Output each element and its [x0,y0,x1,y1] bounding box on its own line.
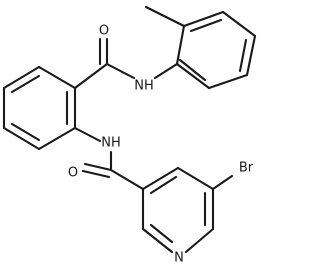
bond [2,126,41,151]
bond [141,166,180,191]
bond [221,10,257,38]
nitrogen-label: N [174,251,184,266]
bond [141,227,174,254]
bond [207,73,249,90]
bond [182,10,225,28]
bond [37,65,77,90]
bonds [2,5,257,254]
nh-label-bottom: NH [101,136,121,151]
bond [105,62,136,80]
bond [176,166,215,191]
structure-diagram: O NH NH O Br N [2,5,257,266]
nh-label-top: NH [134,79,154,94]
bond [189,18,223,33]
bond [144,5,186,28]
bond [175,62,211,90]
bromine-label: Br [239,161,254,176]
bond [211,174,234,191]
bond [178,58,207,82]
bond [37,126,77,151]
bond [109,168,145,191]
bond [175,24,186,66]
bond [73,126,102,143]
bond [184,227,215,254]
bond [149,175,178,195]
molecule-drawing: O NH NH O Br N [2,5,257,266]
bond [81,169,111,179]
bond [10,122,41,142]
oxygen-label-top: O [99,24,109,39]
bond [2,65,41,90]
bond [10,74,41,94]
bond [73,62,109,90]
bond [245,34,257,77]
bond [149,223,174,244]
bond [83,162,113,172]
bond [238,38,248,73]
bond [153,62,179,80]
oxygen-label-bottom: O [68,166,78,181]
